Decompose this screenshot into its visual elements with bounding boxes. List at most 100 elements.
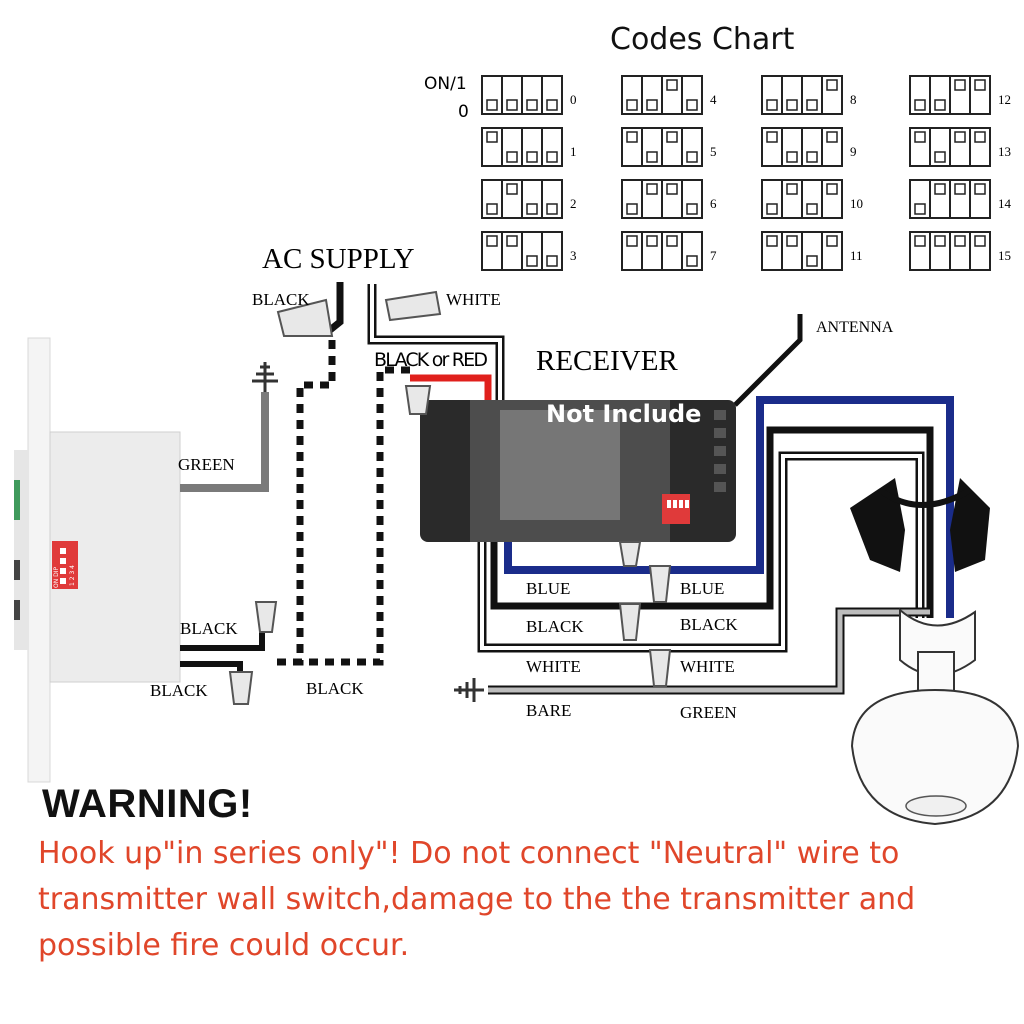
dip-knob-off (786, 151, 798, 163)
dip-knob-on (666, 79, 678, 91)
code-number-label: 15 (998, 248, 1011, 263)
dip-knob-on (506, 235, 518, 247)
dip-knob-on (766, 235, 778, 247)
code-11-switch: 11 (761, 231, 863, 271)
wire-nut-switch-2 (228, 671, 254, 705)
dip-knob-on (914, 131, 926, 143)
dip-knob-off (526, 99, 538, 111)
code-7-switch: 7 (621, 231, 717, 271)
dip-knob-on (646, 235, 658, 247)
ground-symbol-bottom (454, 678, 484, 702)
blue-left-label: BLUE (526, 579, 570, 598)
code-4-switch: 4 (621, 75, 717, 115)
dip-knob-off (786, 99, 798, 111)
dip-knob-on (666, 131, 678, 143)
dip-knob-on (974, 131, 986, 143)
wire-nut-red (404, 385, 432, 415)
dip-knob-off (806, 203, 818, 215)
dip-knob-on (954, 235, 966, 247)
dip-knob-on (934, 183, 946, 195)
warning-line-3: possible fire could occur. (38, 928, 410, 963)
dip-knob-on (954, 79, 966, 91)
code-15-switch: 15 (909, 231, 1011, 271)
code-number-label: 11 (850, 248, 863, 263)
switch-black-label-1: BLACK (180, 619, 238, 638)
warning-title: WARNING! (42, 782, 253, 826)
code-2-switch: 2 (481, 179, 577, 219)
bare-label: BARE (526, 701, 571, 720)
code-number-label: 14 (998, 196, 1012, 211)
dip-number-label: 1 2 3 4 (69, 565, 76, 586)
dip-knob-on (914, 235, 926, 247)
wire-nut-receiver (618, 541, 642, 567)
warning-line-2: transmitter wall switch,damage to the th… (38, 882, 916, 917)
code-3-switch: 3 (481, 231, 577, 271)
dip-knob-on (786, 183, 798, 195)
wire-nut-black (618, 603, 642, 641)
dip-knob-on (666, 183, 678, 195)
code-number-label: 13 (998, 144, 1011, 159)
dip-knob-on (974, 183, 986, 195)
dip-knob-off (806, 99, 818, 111)
code-13-switch: 13 (909, 127, 1011, 167)
dip-knob-on (486, 235, 498, 247)
dip-knob-off (526, 255, 538, 267)
dip-knob-on (786, 235, 798, 247)
dip-knob-off (626, 99, 638, 111)
dip-knob-off (546, 255, 558, 267)
dashed-black-wire-b (272, 366, 410, 666)
ac-white-label: WHITE (446, 290, 501, 309)
dip-knob-on (974, 235, 986, 247)
dip-knob-on (506, 183, 518, 195)
dip-knob-off (526, 203, 538, 215)
dip-knob-off (766, 203, 778, 215)
dip-knob-on (766, 131, 778, 143)
dashed-black-label: BLACK (306, 679, 364, 698)
dip-knob-on (486, 131, 498, 143)
dip-knob-off (626, 203, 638, 215)
code-number-label: 3 (570, 248, 577, 263)
antenna-wire (733, 314, 803, 407)
receiver-box (420, 400, 736, 542)
receiver-dip-switch[interactable] (662, 494, 690, 524)
dip-knob-off (686, 99, 698, 111)
transmitter-dip-switch[interactable]: ON DIP 1 2 3 4 (52, 541, 78, 589)
blue-wire (504, 396, 954, 618)
code-on-label: ON/1 (424, 74, 467, 94)
code-9-switch: 9 (761, 127, 857, 167)
receiver-label: RECEIVER (536, 345, 678, 377)
not-include-label: Not Include (546, 400, 701, 428)
dip-knob-on (974, 79, 986, 91)
dip-knob-on (954, 183, 966, 195)
dip-knob-on (646, 183, 658, 195)
blue-right-label: BLUE (680, 579, 724, 598)
dip-knob-off (914, 99, 926, 111)
antenna-label: ANTENNA (816, 319, 894, 336)
black-or-red-label: BLACK or RED (374, 349, 488, 371)
wire-nut-black-top (276, 298, 334, 337)
code-number-label: 4 (710, 92, 717, 107)
dip-knob-on (626, 235, 638, 247)
warning-line-1: Hook up"in series only"! Do not connect … (38, 836, 900, 871)
white-left-label: WHITE (526, 657, 581, 676)
ground-symbol-top (252, 362, 278, 392)
black-right-label: BLACK (680, 615, 738, 634)
green-ground-wire (180, 392, 269, 492)
white-right-label: WHITE (680, 657, 735, 676)
ac-supply-label: AC SUPPLY (262, 243, 415, 275)
code-number-label: 7 (710, 248, 717, 263)
wire-nut-white-top (384, 290, 442, 322)
dip-knob-on (626, 131, 638, 143)
ac-black-label: BLACK (252, 290, 310, 309)
code-number-label: 12 (998, 92, 1011, 107)
dip-knob-off (506, 99, 518, 111)
red-wire (410, 374, 492, 400)
green-bottom-label: GREEN (680, 703, 737, 722)
dip-knob-off (686, 255, 698, 267)
dip-knob-off (686, 203, 698, 215)
wire-nut-blue (648, 565, 672, 603)
dip-knob-on (826, 131, 838, 143)
dip-knob-off (934, 99, 946, 111)
